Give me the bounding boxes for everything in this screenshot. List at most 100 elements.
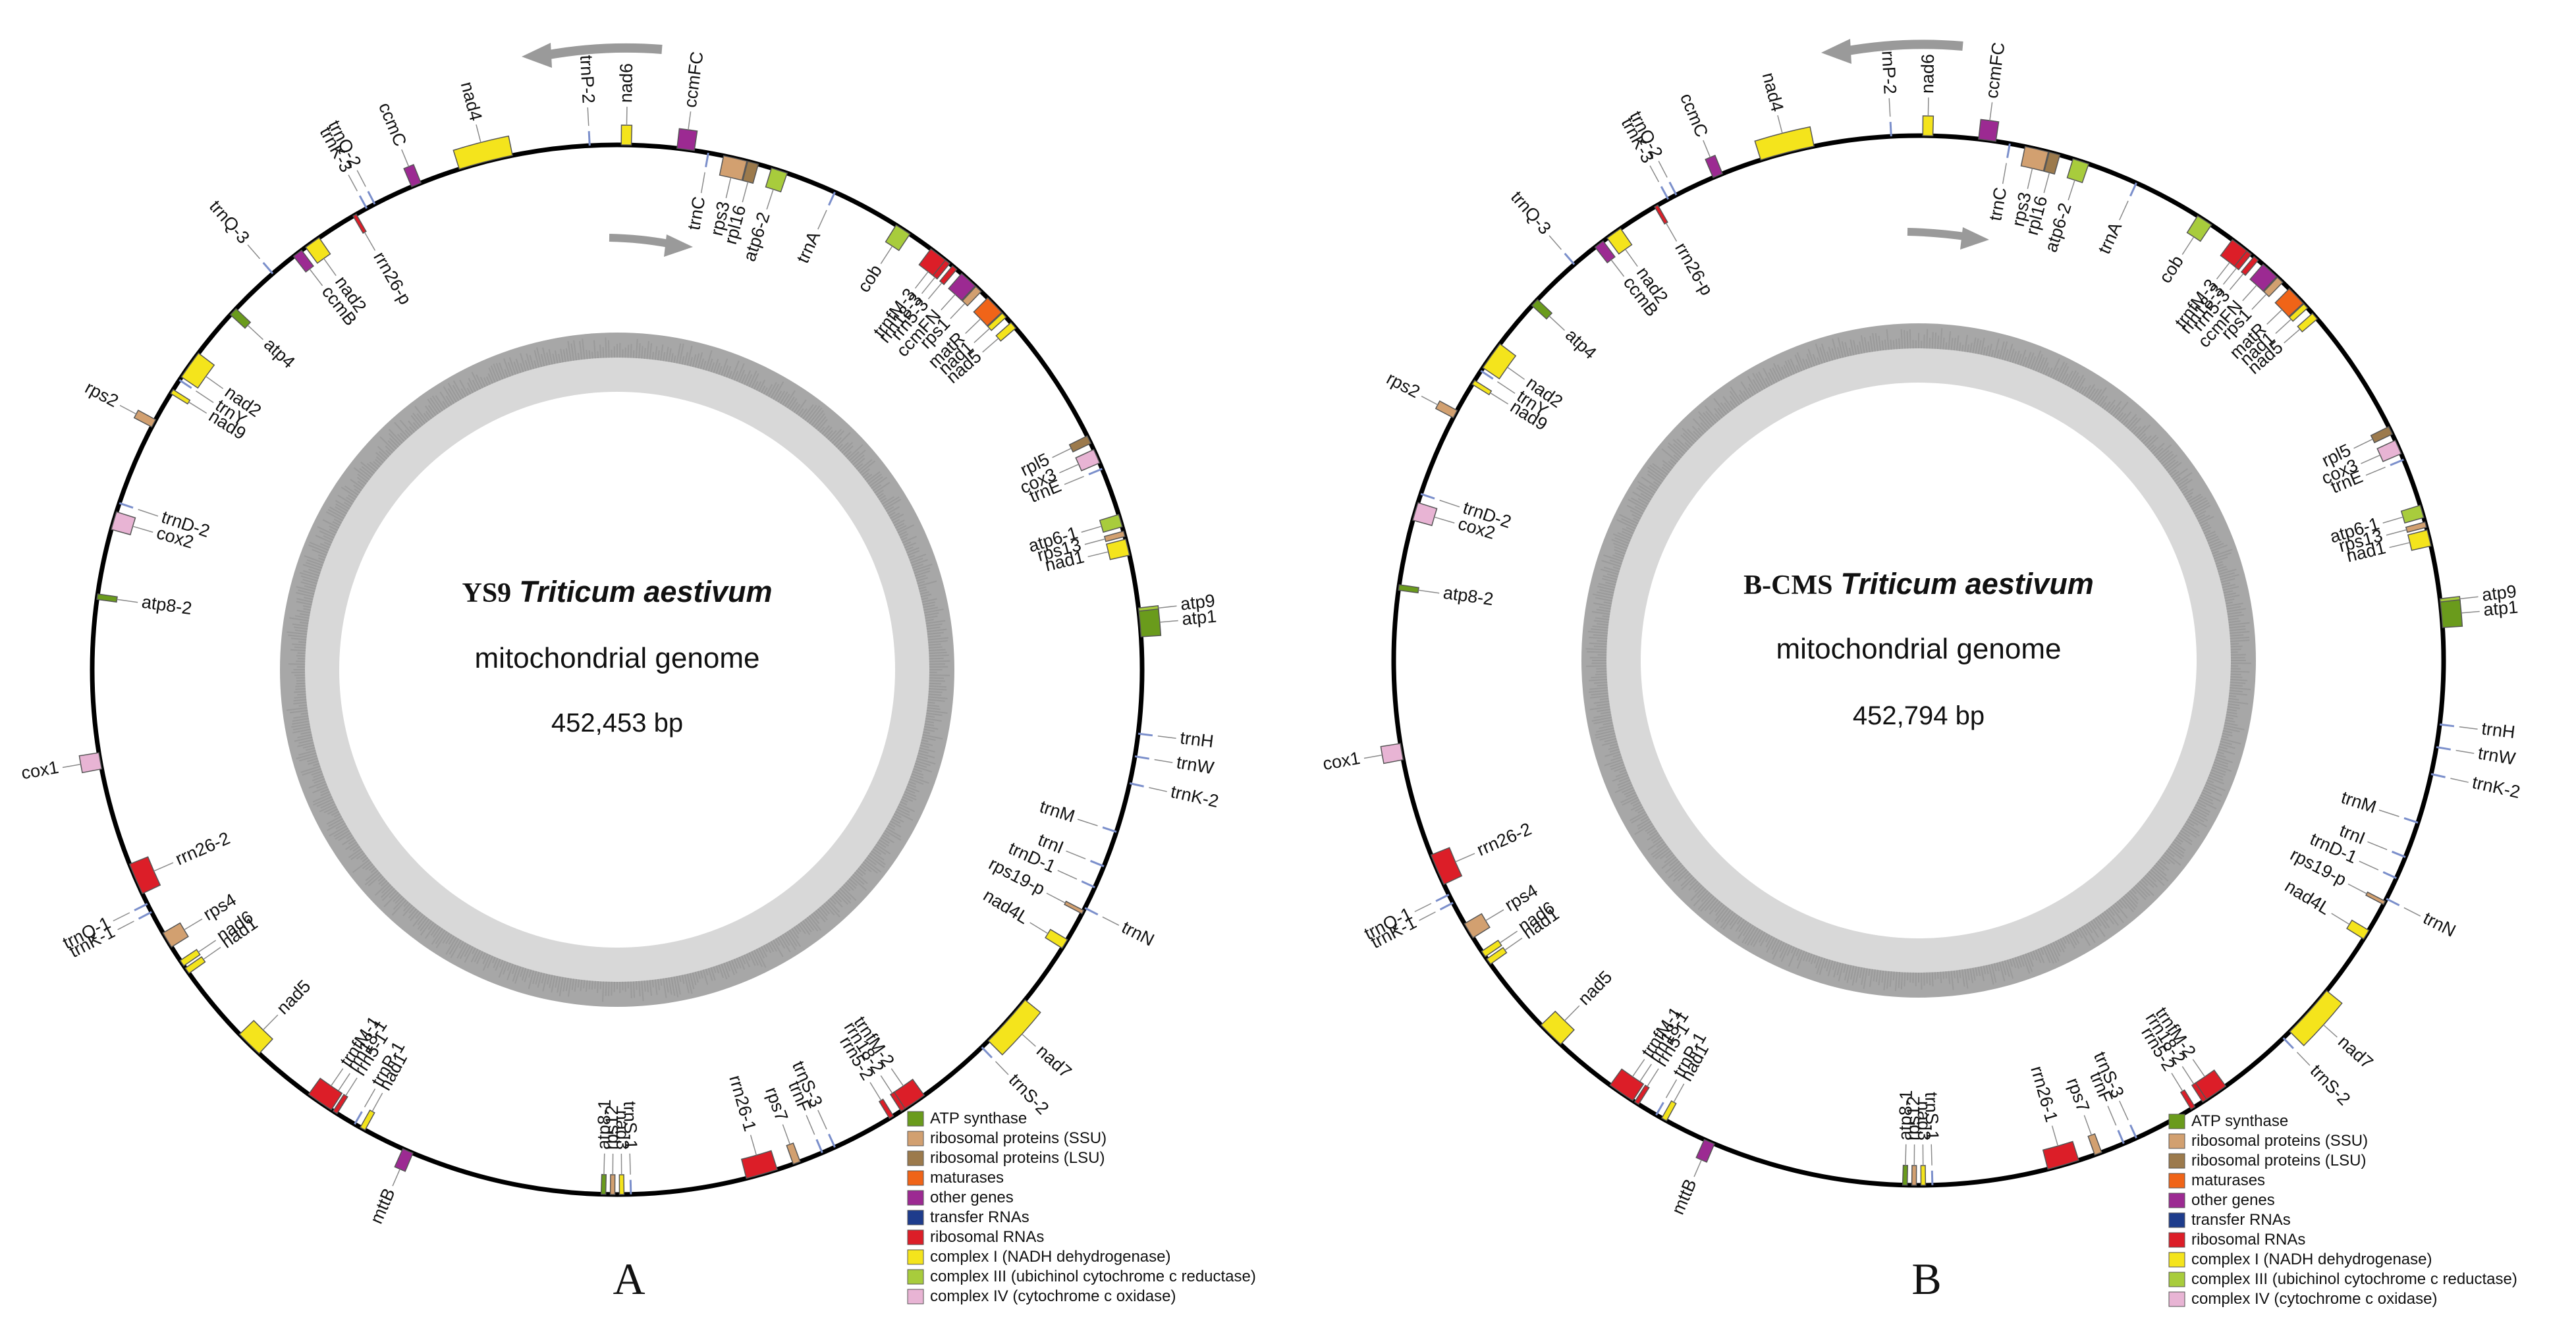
gene-trnC: trnC [684,152,709,232]
gene-block [2117,1129,2125,1144]
gene-label: rps12 [602,1105,622,1150]
gene-block [1464,913,1491,939]
legend-swatch [2168,1193,2185,1208]
gene-leader [2386,529,2407,536]
gene-block [705,152,709,168]
legend-item: ribosomal proteins (LSU) [2168,1152,2366,1169]
legend-item: maturases [2168,1171,2265,1189]
gene-leader [817,1110,827,1130]
gene-atp1: atp1 [2440,597,2519,628]
gene-rrn26-2: rrn26-2 [128,828,233,894]
gene-block [292,250,314,273]
gene-label: atp1 [2482,597,2519,620]
gene-leader [2181,236,2195,255]
legend-label: ribosomal RNAs [2191,1231,2305,1249]
gene-block [765,167,788,193]
gene-leader [1087,551,1109,558]
gc-content-ring-a [280,333,954,1007]
gene-trnP-2: trnP-2 [576,55,599,146]
gene-leader [2459,726,2478,730]
gene-block [354,1111,363,1125]
gene-atp8-1: atp8-1 [1895,1090,1916,1186]
legend-item: maturases [907,1169,1004,1187]
gc-ring-hole [1641,383,2197,938]
gene-block [948,273,976,302]
legend-item: ribosomal proteins (SSU) [907,1129,1107,1147]
gene-leader [247,244,261,259]
gene-block [2042,1141,2079,1170]
gene-block [2400,504,2425,524]
gene-leader [1157,736,1176,739]
legend-label: complex I (NADH dehydrogenase) [2191,1250,2432,1268]
legend-label: complex III (ubichinol cytochrome c redu… [2191,1270,2517,1288]
gene-block [828,192,836,206]
gene-leader [1504,937,1523,951]
gene-trnN: trnN [1084,907,1157,950]
gene-leader [356,170,366,187]
legend-item: complex IV (cytochrome c oxidase) [2168,1290,2437,1308]
gene-leader [371,1092,383,1112]
gene-cox2: cox2 [111,511,196,552]
gene-nad6: nad6 [1917,54,1938,137]
gene-leader [2347,883,2367,894]
gene-label: rrn26-p [370,248,416,308]
gene-leader [1363,754,1383,759]
gene-block [1695,1139,1715,1163]
gene-block [609,1174,616,1195]
gene-block [1064,900,1085,915]
gene-leader [1066,850,1086,860]
strain-name-b: B-CMS [1743,570,1832,601]
gene-leader [2455,749,2475,754]
legend-swatch [2168,1114,2185,1129]
gene-leader [982,338,999,353]
gene-trnK-2: trnK-2 [2430,772,2522,802]
gene-leader [476,124,481,143]
gene-leader [203,946,221,960]
gene-leader [1046,892,1066,903]
genome-length-b: 452,794 bp [1853,701,1985,730]
gene-ccmC: ccmC [375,99,422,188]
gene-leader [2461,610,2480,614]
gene-leader [1610,259,1625,277]
gene-block [981,1046,993,1059]
gene-leader [62,763,81,768]
gene-leader [2171,1073,2183,1092]
species-name-a: Triticum aestivum [519,575,772,608]
legend-item: other genes [2168,1191,2275,1209]
gene-leader [1703,140,1711,158]
gene-leader [2043,172,2050,194]
gene-leader [2051,1125,2059,1146]
legend-label: ribosomal proteins (LSU) [2191,1152,2366,1169]
gene-leader [1496,381,1516,394]
legend-item: ribosomal proteins (LSU) [907,1149,1105,1167]
gene-label: cob [2155,252,2187,286]
gene-block [1754,126,1815,161]
gene-leader [1149,787,1167,792]
legend-swatch [2168,1232,2185,1248]
legend-label: ATP synthase [2191,1112,2288,1130]
gene-block [133,410,157,428]
gene-leader [1905,1144,1907,1166]
gene-block [878,1098,894,1119]
gene-block [1978,119,2000,142]
gene-leader [1649,165,1660,182]
gene-block [1081,880,1095,888]
legend-label: maturases [930,1169,1004,1187]
gene-leader [2242,284,2257,302]
gene-block [1134,755,1150,760]
gene-label: nad3 [1914,1101,1934,1141]
gene-leader [869,1082,882,1101]
legend-label: ribosomal RNAs [930,1228,1044,1246]
legend-swatch [2168,1291,2185,1307]
legend-swatch [2168,1133,2185,1149]
gene-block [96,593,118,603]
legend-item: transfer RNAs [2168,1211,2291,1229]
gene-label: rrn26-p [1671,239,1717,298]
gene-block [1594,240,1616,264]
gene-leader [1102,916,1120,926]
gene-leader [2361,454,2380,464]
gene-trnQ-3: trnQ-3 [1507,187,1576,265]
